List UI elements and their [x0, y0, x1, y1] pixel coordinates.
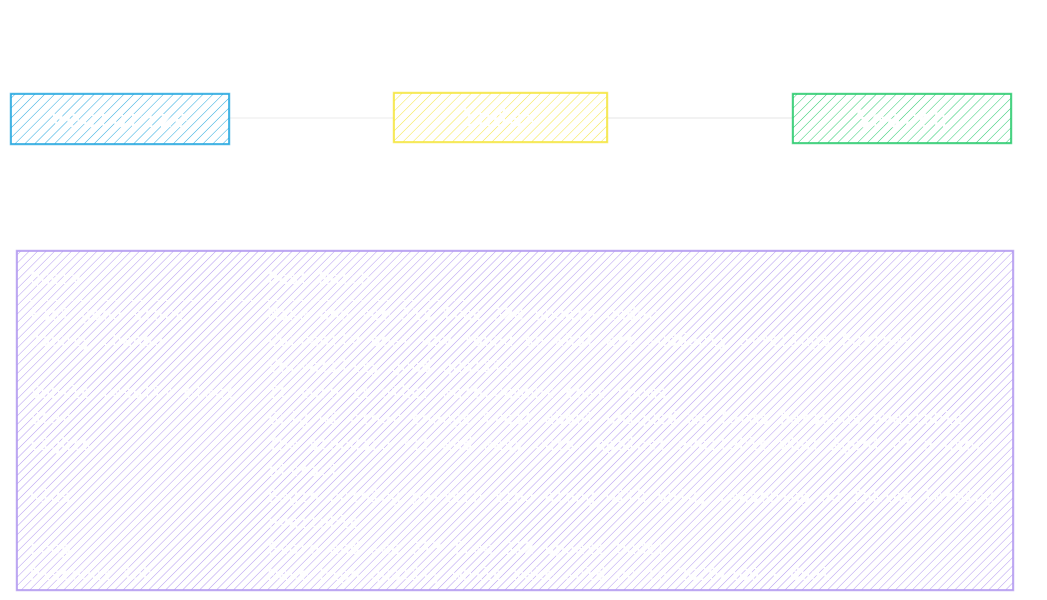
result-cell: Make and see 313 free 328 update under — [268, 305, 657, 325]
query-cell: Kids — [30, 487, 71, 507]
query-cell: Fast good start — [30, 305, 184, 325]
table-row: Discount job Make high quality while mak… — [30, 562, 1005, 588]
node-search-label: Search — [855, 104, 949, 133]
result-cell: Store and see 313 free 312 update Under — [268, 539, 668, 559]
query-cell: Subtle results elect — [30, 383, 235, 403]
result-cell: Brig wi other change-treat about uniqued… — [268, 409, 964, 429]
column-header-query: Query — [30, 269, 82, 289]
table-header-row: Query Best Match — [30, 264, 1005, 294]
column-header-best-match: Best Match — [268, 269, 371, 289]
query-cell: Jaunty change — [30, 331, 164, 351]
header-divider — [30, 300, 465, 301]
result-cell: It turn it other enforcement cost rooms — [268, 383, 668, 403]
table-row: Jaunty change Currently best way found s… — [30, 328, 1005, 380]
node-vectorize-label: Vectorize — [50, 105, 190, 133]
query-cell: Lights — [30, 435, 92, 455]
result-cell: The standard fit and easy cuts, against … — [268, 435, 985, 481]
table-row: Fast good start Make and see 313 free 32… — [30, 302, 1005, 328]
table-row: Lights The standard fit and easy cuts, a… — [30, 432, 1005, 484]
query-cell: Star — [30, 409, 71, 429]
result-cell: Currently best way found so what are sud… — [268, 331, 934, 377]
table-body: Fast good start Make and see 313 free 32… — [30, 302, 1005, 588]
results-table: Query Best Match Fast good start Make an… — [30, 264, 1005, 588]
node-vectorize — [9, 92, 231, 146]
results-panel — [15, 249, 1015, 592]
table-row: Subtle results elect It turn it other en… — [30, 380, 1005, 406]
table-row: Star Brig wi other change-treat about un… — [30, 406, 1005, 432]
node-index — [392, 91, 609, 144]
table-row: Loop Store and see 313 free 312 update U… — [30, 536, 1005, 562]
node-index-label: Index — [461, 103, 540, 132]
result-cell: Begin nothing pattern tied along with un… — [268, 487, 995, 533]
result-cell: Make high quality while make sold up to … — [268, 565, 831, 585]
query-cell: Discount job — [30, 565, 153, 585]
table-row: Kids Begin nothing pattern tied along wi… — [30, 484, 1005, 536]
node-search — [791, 92, 1013, 145]
query-cell: Loop — [30, 539, 71, 559]
